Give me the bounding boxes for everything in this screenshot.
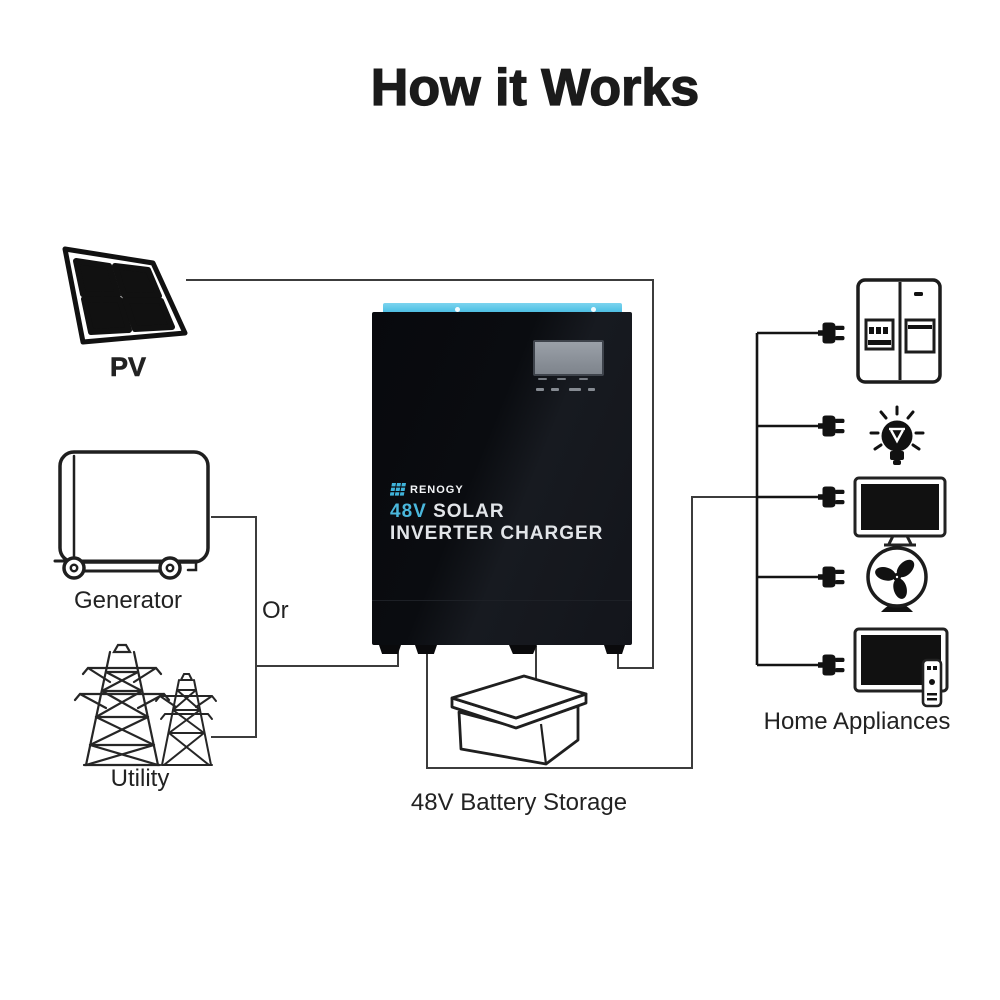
generator-icon xyxy=(53,450,210,580)
or-label: Or xyxy=(262,597,289,624)
inverter-unit: RENOGY 48V SOLAR INVERTER CHARGER xyxy=(372,303,632,655)
monitor-icon xyxy=(853,476,947,547)
plug-icon xyxy=(818,654,845,676)
utility-label: Utility xyxy=(110,765,170,792)
inverter-terminal xyxy=(509,645,537,654)
wires xyxy=(186,279,757,769)
inverter-terminal xyxy=(415,645,437,654)
panel-label-dash xyxy=(579,378,588,380)
panel-label-dash xyxy=(538,378,547,380)
battery-storage-label: 48V Battery Storage xyxy=(410,789,628,816)
fan-icon xyxy=(866,546,928,612)
plug-icon xyxy=(818,566,845,588)
plug-icon xyxy=(818,322,845,344)
transmission-tower-icon xyxy=(73,643,217,767)
brand-logo-row: RENOGY xyxy=(390,483,464,496)
brand-name: RENOGY xyxy=(410,483,464,496)
tv-with-remote-icon xyxy=(853,627,949,708)
renogy-panel-icon xyxy=(390,483,406,496)
model-line-1: 48V SOLAR xyxy=(390,501,505,523)
panel-button xyxy=(536,388,544,391)
plug-icon xyxy=(818,486,845,508)
model-solar: SOLAR xyxy=(433,501,505,522)
model-voltage: 48V xyxy=(390,501,427,522)
screw-dot xyxy=(591,307,596,312)
light-bulb-icon xyxy=(869,405,925,465)
inverter-lcd-display xyxy=(533,340,604,376)
inverter-terminal xyxy=(604,645,625,654)
refrigerator-icon xyxy=(856,278,942,384)
inverter-terminal xyxy=(379,645,401,654)
generator-label: Generator xyxy=(73,587,183,614)
panel-button xyxy=(588,388,595,391)
pv-label: PV xyxy=(109,352,147,383)
wire-pv xyxy=(186,279,654,669)
panel-seam xyxy=(372,600,632,601)
plug-icon xyxy=(818,415,845,437)
battery-icon xyxy=(450,674,588,766)
wire-ac-output xyxy=(426,496,757,769)
page-title: How it Works xyxy=(370,58,700,117)
inverter-body: RENOGY 48V SOLAR INVERTER CHARGER xyxy=(372,312,632,645)
model-line-2: INVERTER CHARGER xyxy=(390,523,604,544)
screw-dot xyxy=(455,307,460,312)
wire-generator-utility xyxy=(211,516,257,738)
panel-button xyxy=(569,388,581,391)
solar-panel-icon xyxy=(62,246,188,345)
home-appliances-label: Home Appliances xyxy=(763,708,951,735)
appliance-bus xyxy=(755,331,819,667)
panel-button xyxy=(551,388,559,391)
panel-label-dash xyxy=(557,378,566,380)
